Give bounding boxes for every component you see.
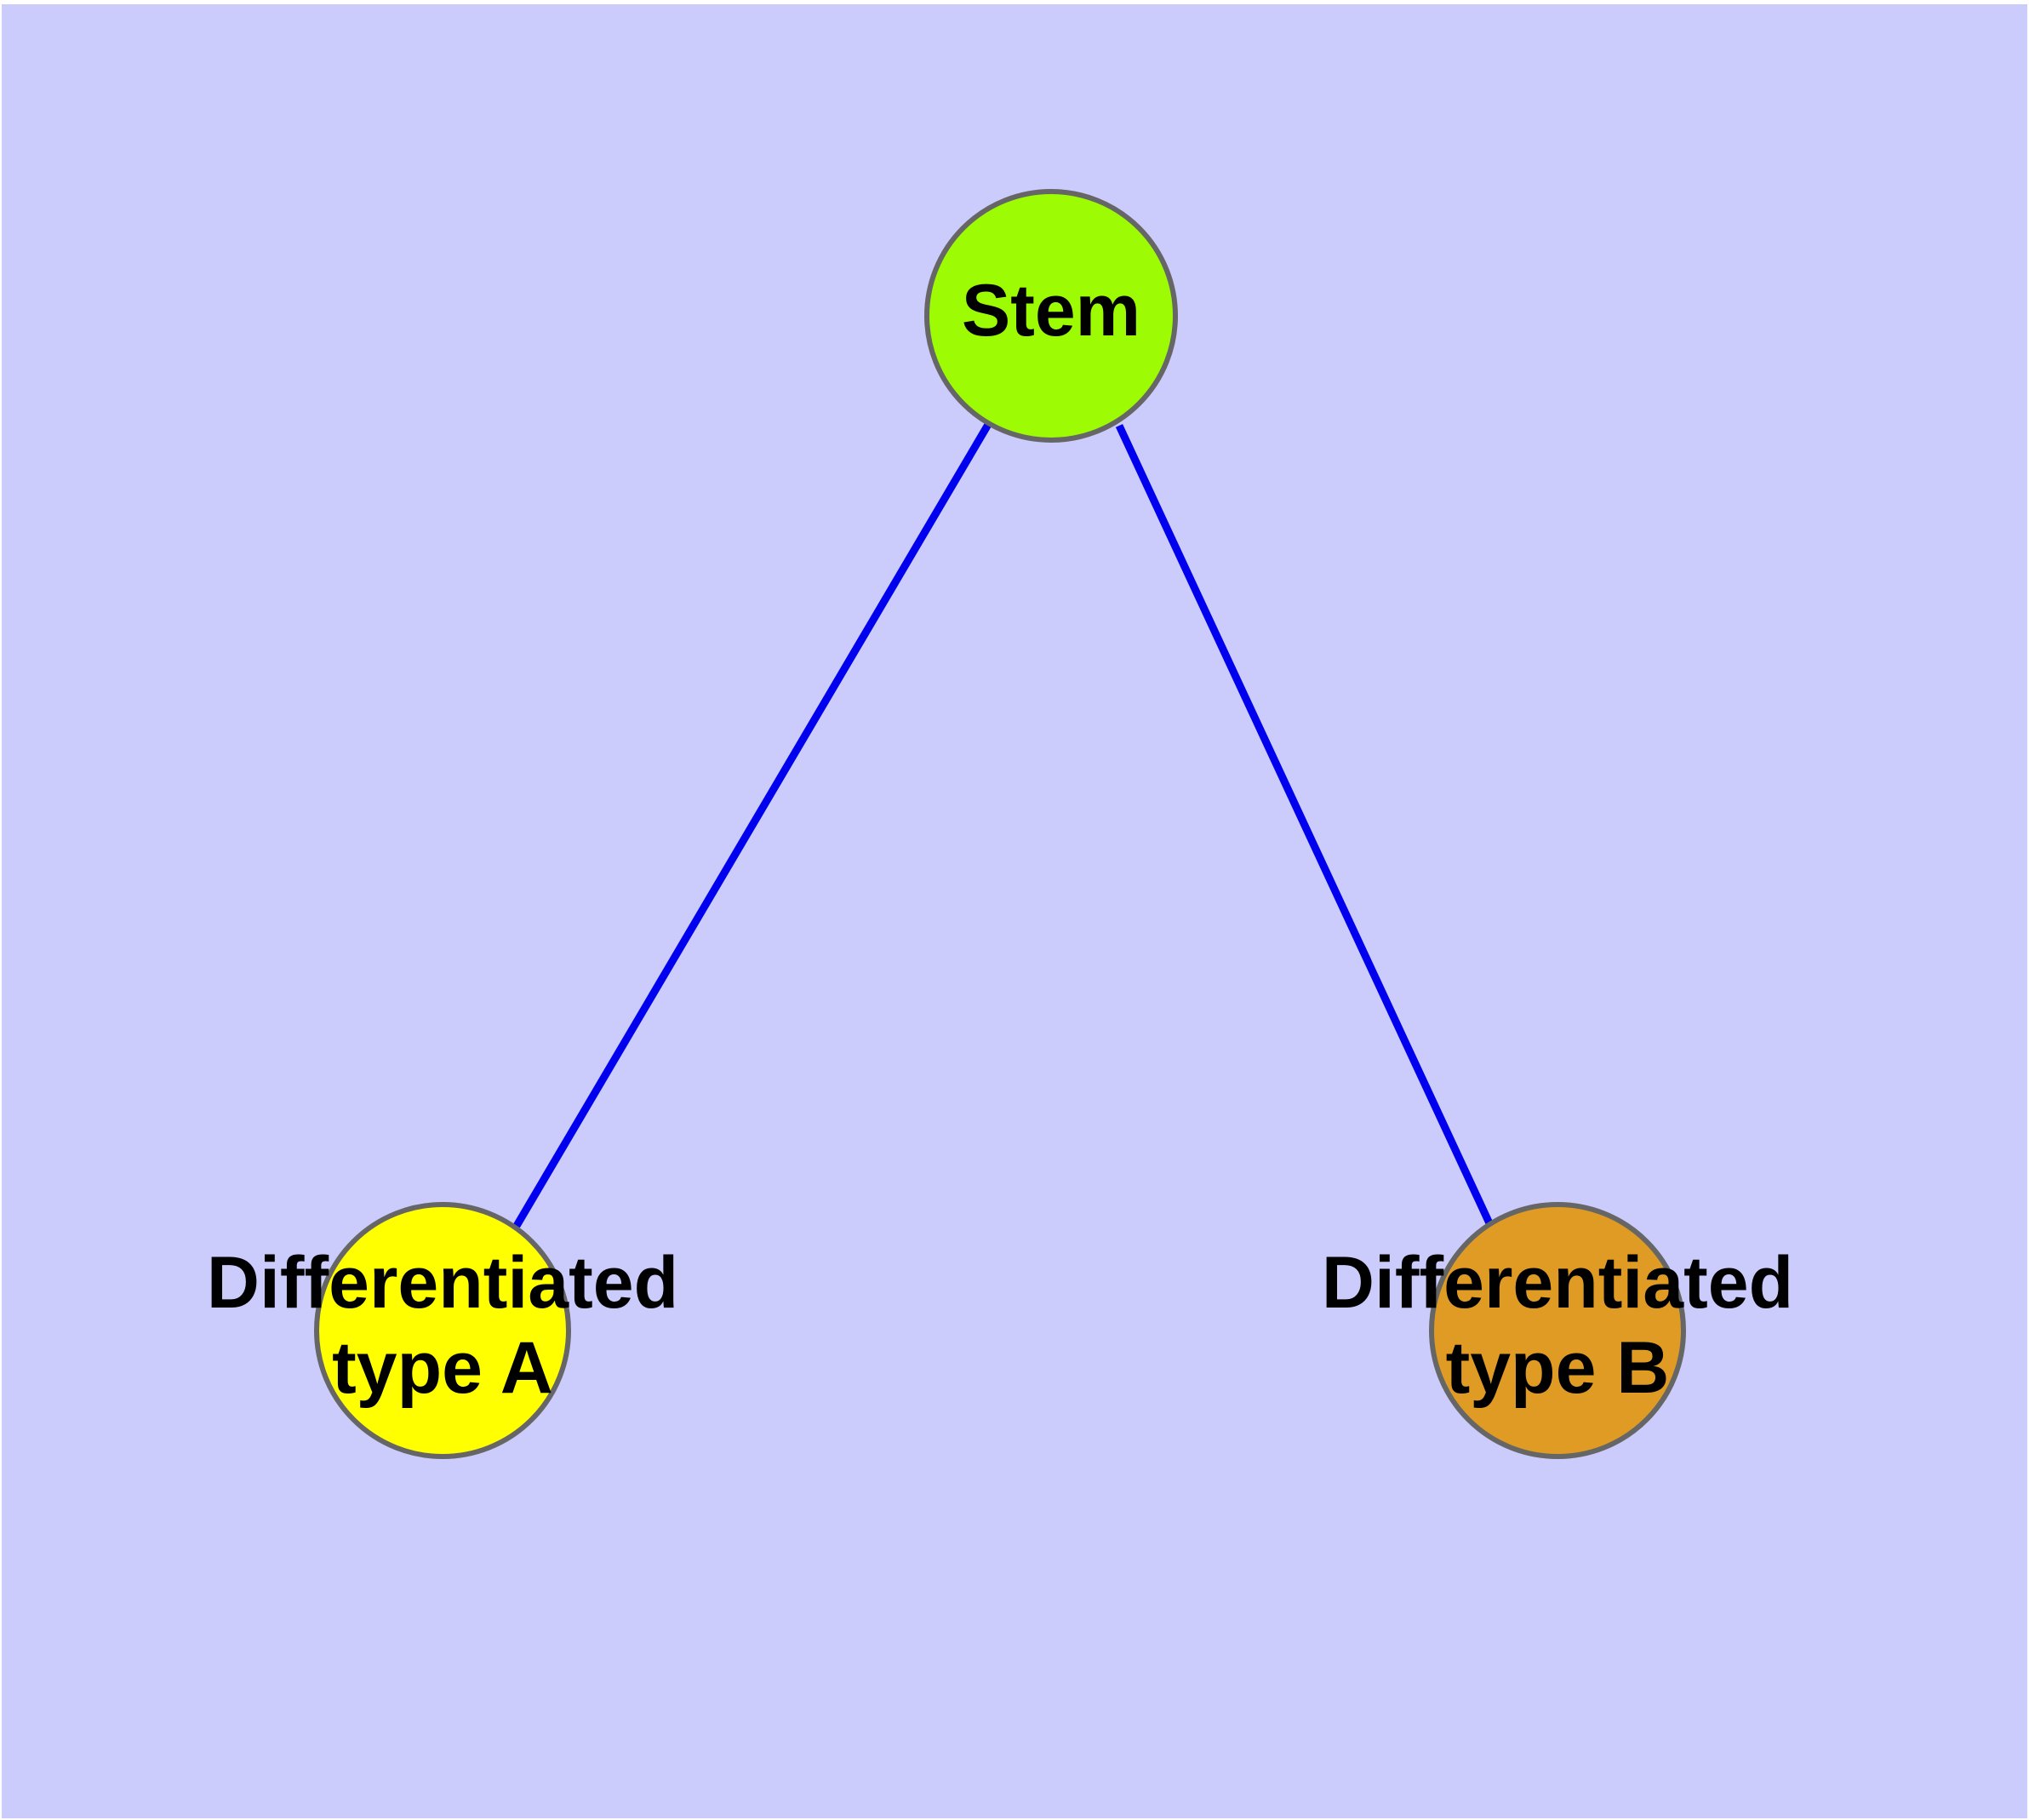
label-line: type B	[1446, 1327, 1670, 1409]
label-line: type A	[332, 1327, 553, 1409]
edge-layer	[513, 421, 1494, 1228]
label-line: Differentiated	[207, 1242, 678, 1324]
differentiated-type-b-node-circle[interactable]	[1429, 1202, 1686, 1459]
edge-stem-to-differentiated-type-b	[1115, 424, 1494, 1225]
label-line: Stem	[962, 270, 1140, 352]
edge-stem-to-differentiated-type-a	[513, 421, 992, 1228]
differentiated-type-a-node-circle[interactable]	[314, 1202, 571, 1459]
label-line: Differentiated	[1322, 1242, 1793, 1324]
stem-node-label: Stem	[962, 270, 1140, 352]
stem-node-circle[interactable]	[924, 189, 1178, 443]
node-stem[interactable]: Stem	[924, 189, 1178, 443]
